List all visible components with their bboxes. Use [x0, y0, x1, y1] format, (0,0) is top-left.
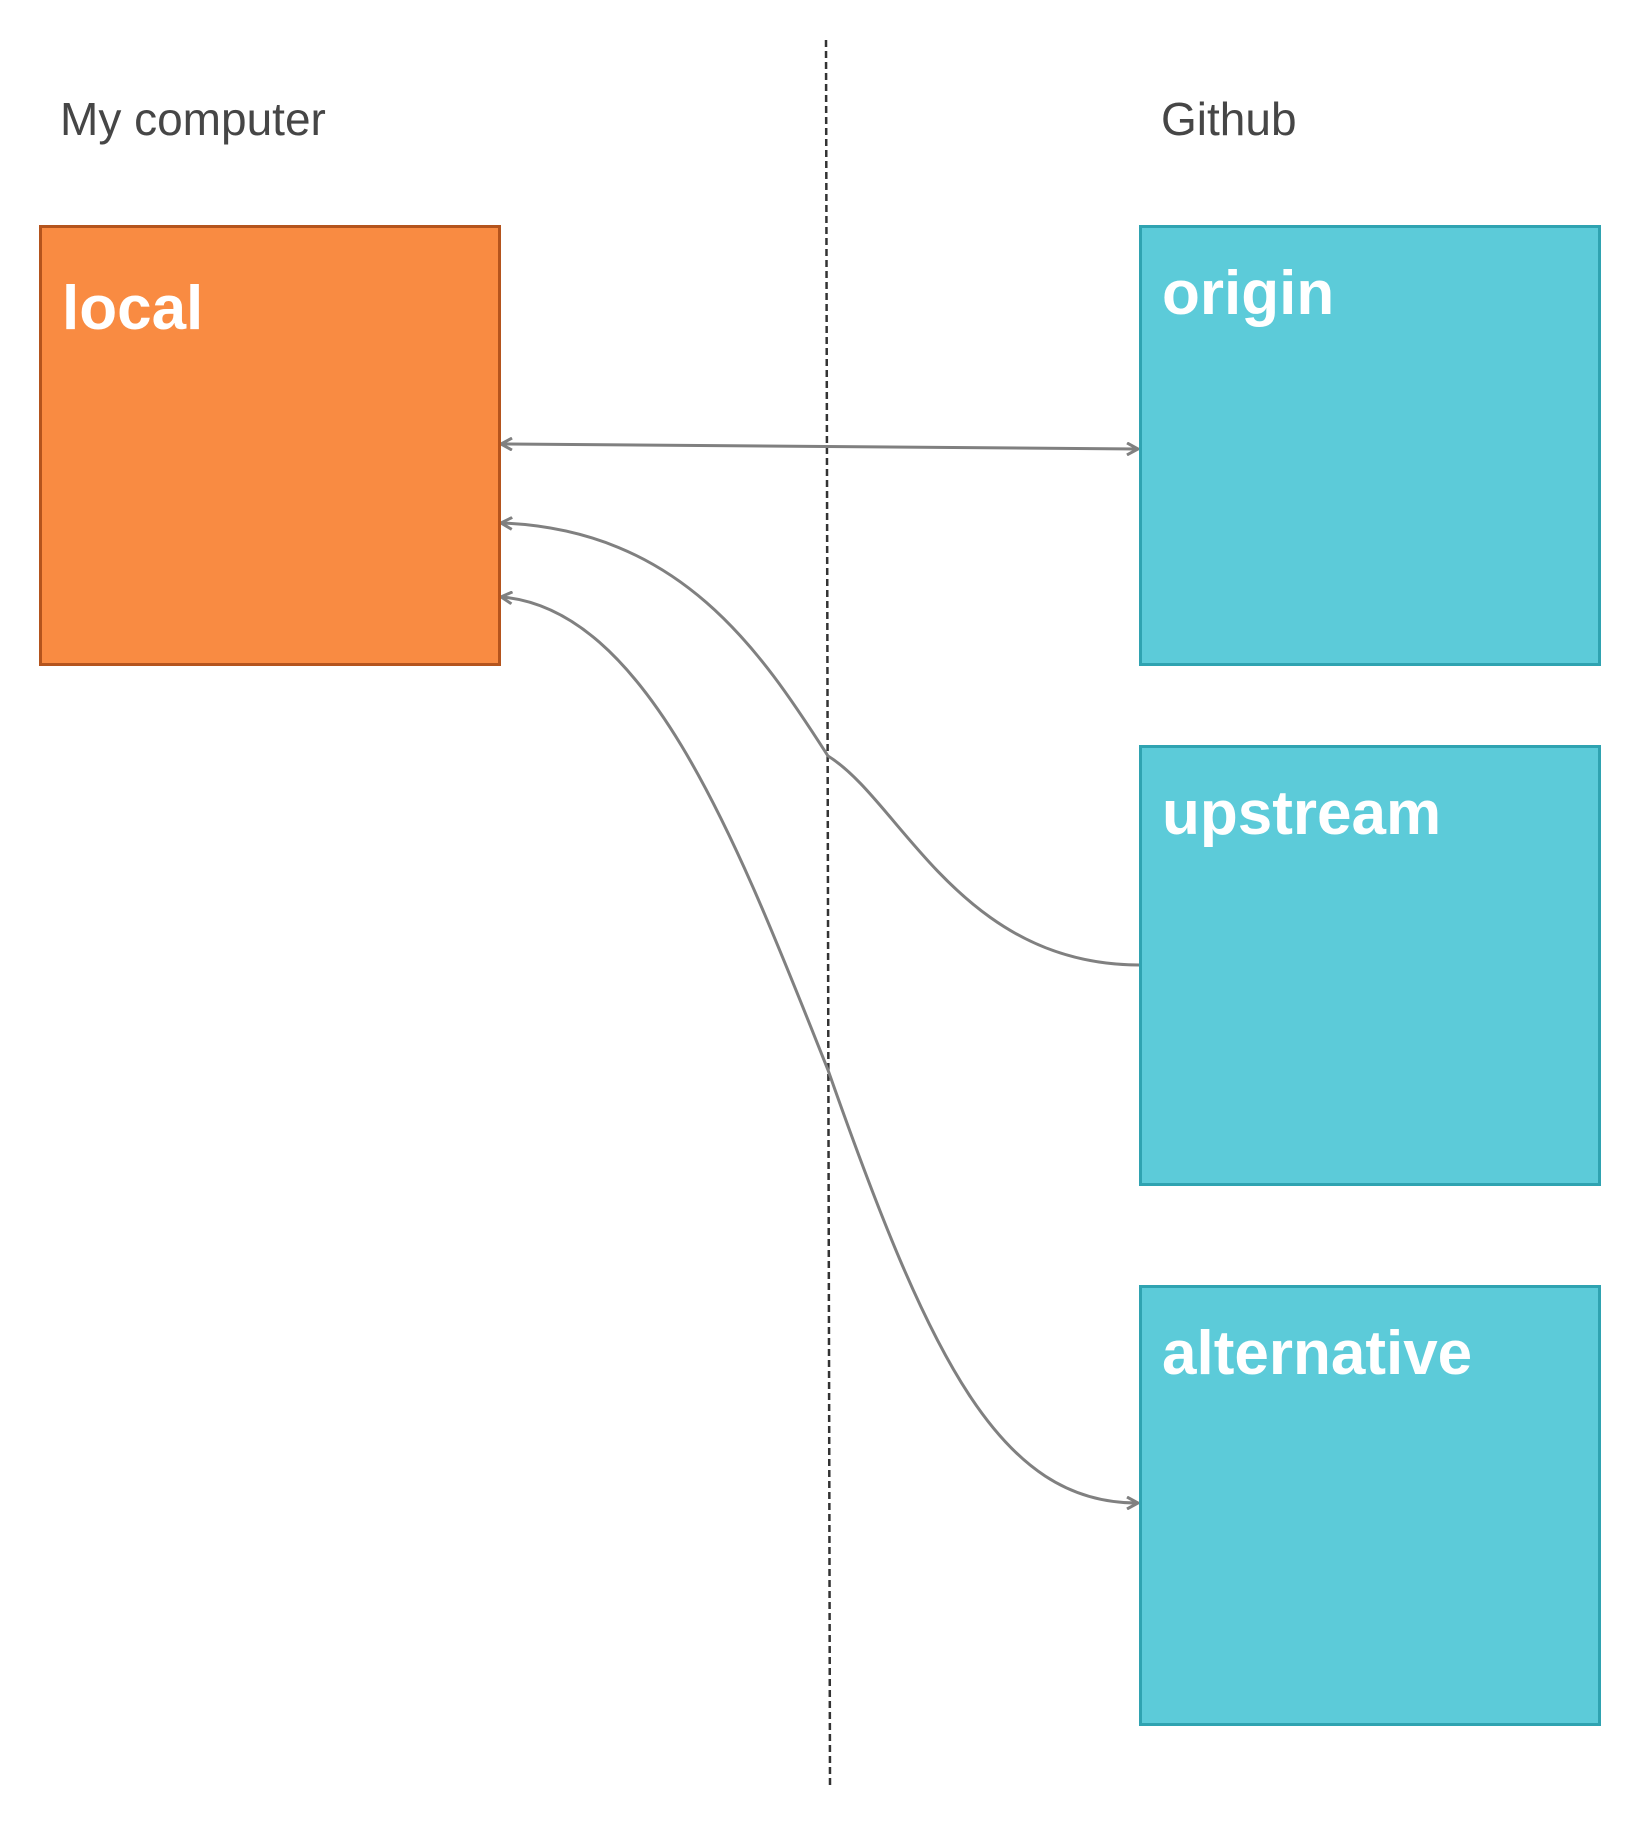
arrow-local-origin — [502, 444, 1137, 449]
repo-upstream-label: upstream — [1162, 779, 1442, 848]
repo-alternative-label: alternative — [1162, 1319, 1473, 1388]
zone-label-my-computer: My computer — [60, 93, 326, 145]
repo-local: local — [39, 225, 501, 666]
repo-origin: origin — [1139, 225, 1601, 666]
arrow-upstream-local — [502, 523, 1140, 967]
repo-origin-label: origin — [1162, 259, 1335, 328]
repo-local-label: local — [62, 274, 204, 343]
divider-line — [824, 39, 832, 1786]
repo-upstream: upstream — [1139, 745, 1601, 1186]
zone-label-github: Github — [1161, 93, 1297, 145]
arrow-local-alternative — [502, 597, 1137, 1503]
repo-alternative: alternative — [1139, 1285, 1601, 1726]
